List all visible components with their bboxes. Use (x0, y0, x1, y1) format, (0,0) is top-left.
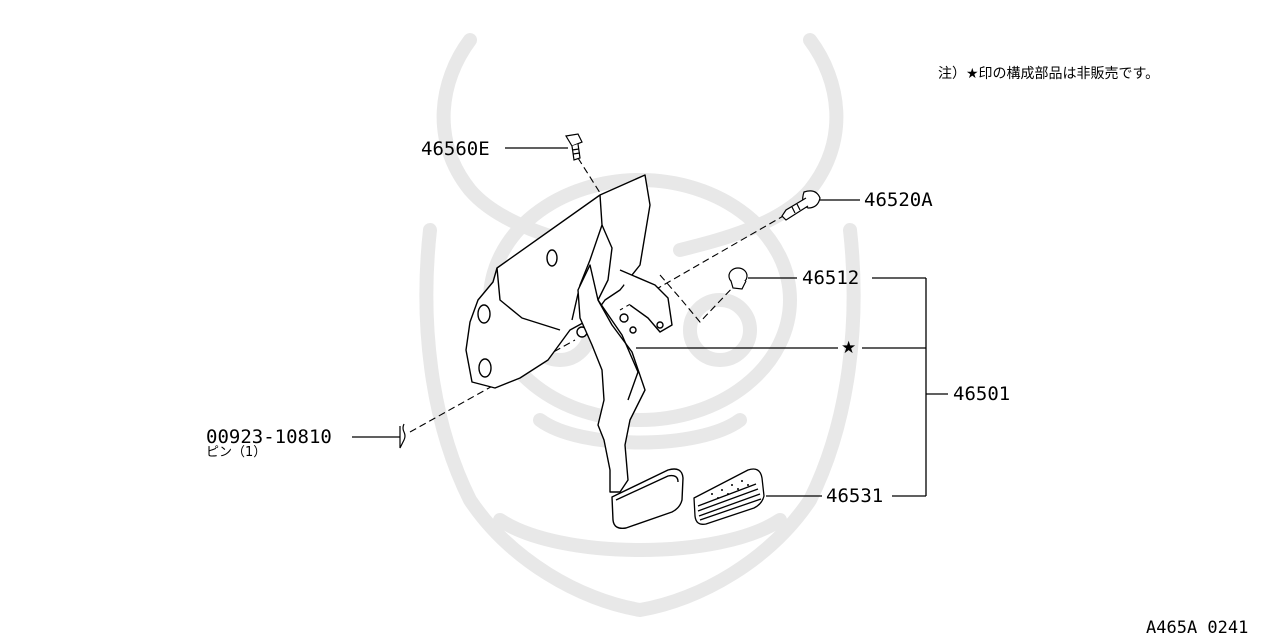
bolt-46560e (565, 133, 583, 161)
label-46501[interactable]: 46501 (953, 383, 1011, 405)
label-46560e[interactable]: 46560E (421, 138, 490, 160)
leader-lines (352, 147, 948, 497)
label-pin-name: ピン（1） (206, 445, 267, 460)
pedal-foot-plate (611, 468, 684, 530)
pedal-bracket (465, 174, 673, 389)
star-marker: ★ (841, 338, 857, 358)
label-00923-10810[interactable]: 00923-10810 (206, 426, 332, 448)
pin-00923-10810 (399, 423, 406, 449)
label-46520a[interactable]: 46520A (864, 189, 933, 211)
bushing-46512 (728, 267, 748, 290)
pedal-pad (693, 468, 765, 525)
diagram-code: A465A 0241 (1146, 618, 1249, 638)
bolt-46520a (781, 190, 821, 221)
label-46512[interactable]: 46512 (802, 267, 860, 289)
note-text: 注）★印の構成部品は非販売です。 (938, 66, 1160, 82)
label-46531[interactable]: 46531 (826, 485, 884, 507)
pedal-arm (577, 264, 646, 493)
